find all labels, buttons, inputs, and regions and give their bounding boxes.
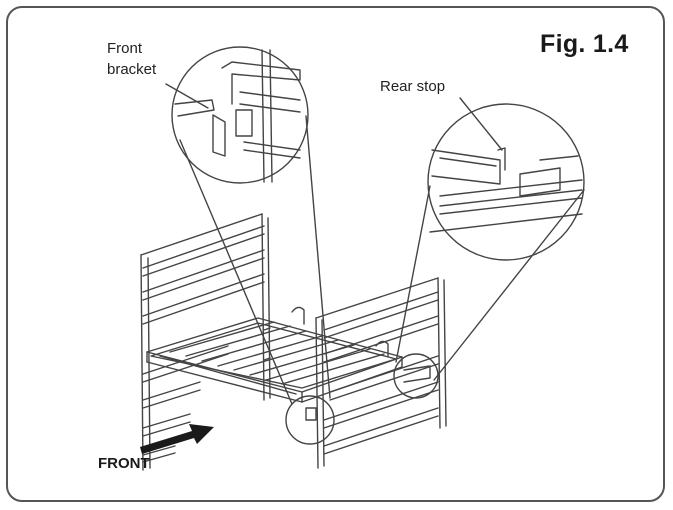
front-bracket-detail	[171, 46, 309, 184]
front-arrow-icon	[140, 424, 214, 454]
right-side-runner	[315, 277, 447, 469]
oven-shelf	[146, 306, 403, 403]
rear-stop-label: Rear stop	[380, 78, 446, 95]
left-side-runner	[140, 213, 271, 471]
figure-title: Fig. 1.4	[540, 30, 629, 58]
rear-stop-detail	[427, 103, 585, 261]
front-bracket-label-line2: bracket	[107, 61, 157, 78]
front-bracket-label-line1: Front	[107, 40, 143, 57]
zoom-callouts	[179, 115, 585, 445]
front-bracket-pointer	[165, 83, 209, 109]
front-label: FRONT	[98, 455, 150, 472]
rear-stop-pointer	[459, 97, 503, 151]
figure-frame	[6, 6, 665, 502]
front-bracket-label: Front bracket	[107, 38, 156, 80]
